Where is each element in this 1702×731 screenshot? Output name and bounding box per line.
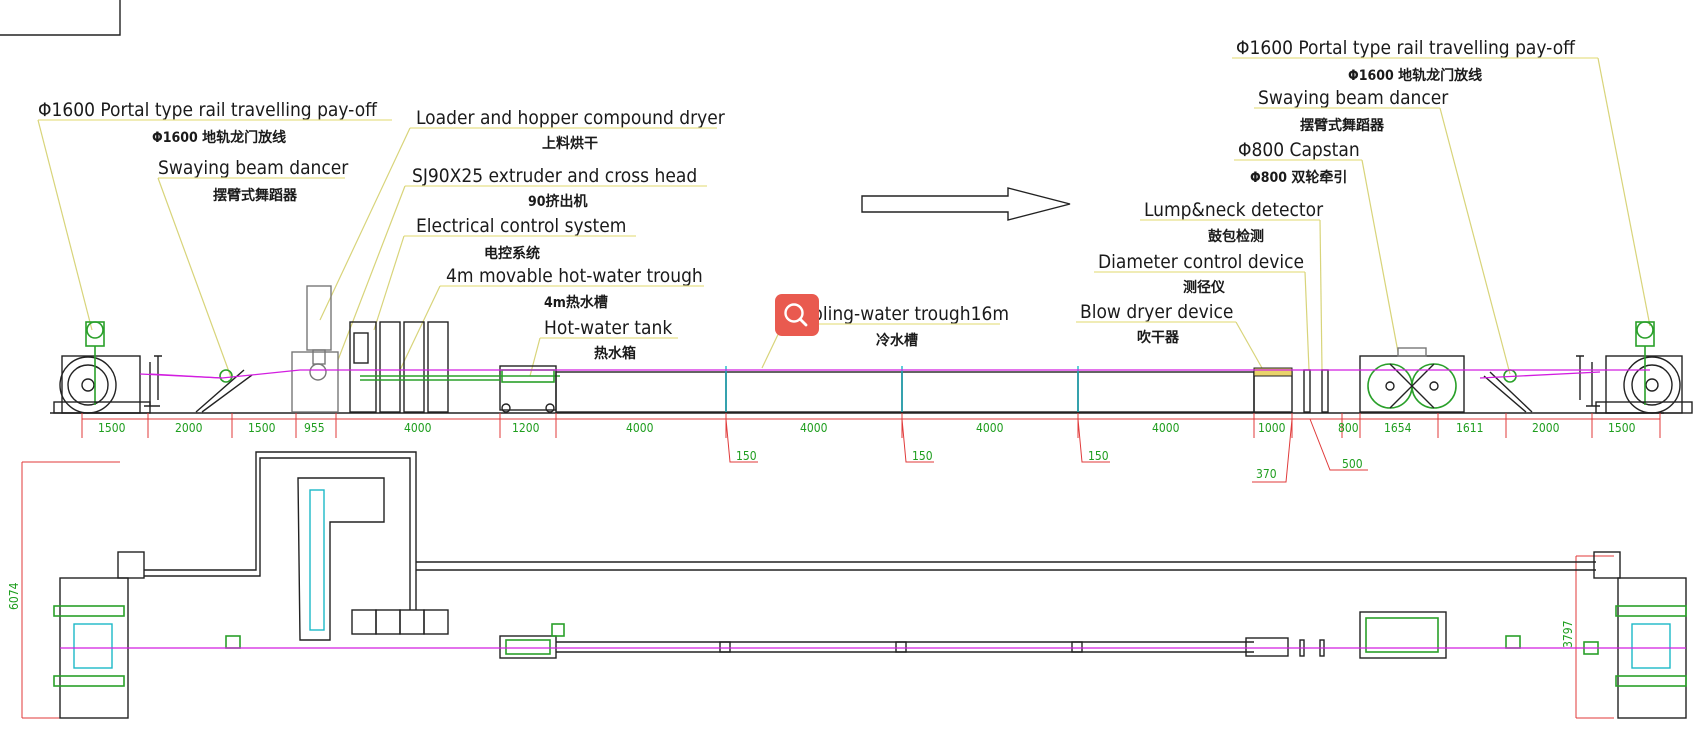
dim-2000-b: 2000 bbox=[1532, 421, 1560, 435]
dimension-line-side: 1500 2000 1500 955 4000 1200 4000 4000 4… bbox=[81, 413, 1661, 483]
label-diameter: Diameter control device bbox=[1098, 251, 1304, 273]
dancer-right-machine bbox=[1483, 355, 1584, 413]
label-blow-zh: 吹干器 bbox=[1137, 329, 1180, 346]
label-control-zh: 电控系统 bbox=[484, 245, 540, 262]
dim-1200: 1200 bbox=[512, 421, 540, 435]
label-cooling: Cooling-water trough16m bbox=[790, 303, 1009, 325]
dim-gap-500: 500 bbox=[1342, 457, 1363, 471]
label-lump: Lump&neck detector bbox=[1144, 199, 1324, 221]
label-hottank-zh: 热水箱 bbox=[594, 345, 636, 362]
dim-1654: 1654 bbox=[1384, 421, 1412, 435]
wire-path bbox=[149, 369, 1650, 379]
dim-gap-150-c: 150 bbox=[1088, 449, 1109, 463]
dim-height-left: 6074 bbox=[7, 582, 21, 610]
dim-955: 955 bbox=[304, 421, 325, 435]
dim-gap-150-b: 150 bbox=[912, 449, 933, 463]
label-capstan: Φ800 Capstan bbox=[1238, 139, 1360, 161]
dim-height-right: 3797 bbox=[1561, 621, 1575, 648]
dim-1000: 1000 bbox=[1258, 421, 1286, 435]
label-trough4-zh: 4m热水槽 bbox=[544, 294, 608, 311]
label-control: Electrical control system bbox=[416, 215, 626, 237]
dim-800: 800 bbox=[1338, 421, 1359, 435]
label-blow: Blow dryer device bbox=[1080, 301, 1233, 323]
cooling-troughs bbox=[555, 366, 1255, 413]
label-dancer-left: Swaying beam dancer bbox=[158, 157, 349, 179]
dim-4000-d: 4000 bbox=[1152, 421, 1180, 435]
label-payoff-left: Φ1600 Portal type rail travelling pay-of… bbox=[38, 99, 378, 121]
plan-view: 6074 3797 bbox=[7, 451, 1687, 719]
label-payoff-right-zh: Φ1600 地轨龙门放线 bbox=[1348, 67, 1482, 84]
dim-gap-370: 370 bbox=[1256, 467, 1277, 481]
label-group-right: Blow dryer device 吹干器 Diameter control d… bbox=[1076, 37, 1598, 346]
label-payoff-left-zh: Φ1600 地轨龙门放线 bbox=[152, 129, 286, 146]
label-group-left: Φ1600 Portal type rail travelling pay-of… bbox=[38, 99, 1009, 362]
dim-1500-a: 1500 bbox=[98, 421, 126, 435]
label-hottank: Hot-water tank bbox=[544, 317, 672, 339]
label-cooling-zh: 冷水槽 bbox=[876, 332, 918, 349]
side-elevation bbox=[50, 285, 1693, 414]
leader-lines bbox=[37, 57, 1651, 381]
inspection-devices bbox=[1253, 367, 1329, 413]
label-lump-zh: 鼓包检测 bbox=[1208, 228, 1264, 245]
dim-4000-b: 4000 bbox=[800, 421, 828, 435]
label-capstan-zh: Φ800 双轮牵引 bbox=[1250, 169, 1347, 186]
payoff-right-machine bbox=[1586, 321, 1693, 414]
dim-1500-c: 1500 bbox=[1608, 421, 1636, 435]
capstan-machine bbox=[1359, 347, 1465, 413]
payoff-left-machine bbox=[53, 321, 160, 414]
label-extruder-zh: 90挤出机 bbox=[528, 193, 588, 210]
zoom-button[interactable] bbox=[775, 294, 819, 336]
label-loader: Loader and hopper compound dryer bbox=[416, 107, 726, 129]
label-loader-zh: 上料烘干 bbox=[542, 135, 598, 152]
direction-arrow bbox=[861, 187, 1071, 221]
label-dancer-right: Swaying beam dancer bbox=[1258, 87, 1449, 109]
dancer-left-machine bbox=[139, 355, 253, 413]
dim-1611: 1611 bbox=[1456, 421, 1483, 435]
frame-corner-box bbox=[0, 0, 121, 36]
magnifier-icon bbox=[784, 303, 808, 327]
hot-water-tank bbox=[360, 365, 560, 413]
label-trough4: 4m movable hot-water trough bbox=[446, 265, 703, 287]
dim-1500-b: 1500 bbox=[248, 421, 276, 435]
dim-2000-a: 2000 bbox=[175, 421, 203, 435]
dim-4000-a: 4000 bbox=[626, 421, 654, 435]
dim-4000-extruder: 4000 bbox=[404, 421, 432, 435]
label-payoff-right: Φ1600 Portal type rail travelling pay-of… bbox=[1236, 37, 1576, 59]
label-dancer-left-zh: 摆臂式舞蹈器 bbox=[213, 187, 298, 204]
dim-4000-c: 4000 bbox=[976, 421, 1004, 435]
extruder-machine bbox=[291, 285, 449, 413]
dim-gap-150-a: 150 bbox=[736, 449, 757, 463]
label-dancer-right-zh: 摆臂式舞蹈器 bbox=[1300, 117, 1385, 134]
label-diameter-zh: 测径仪 bbox=[1183, 279, 1226, 296]
label-extruder: SJ90X25 extruder and cross head bbox=[412, 165, 697, 187]
